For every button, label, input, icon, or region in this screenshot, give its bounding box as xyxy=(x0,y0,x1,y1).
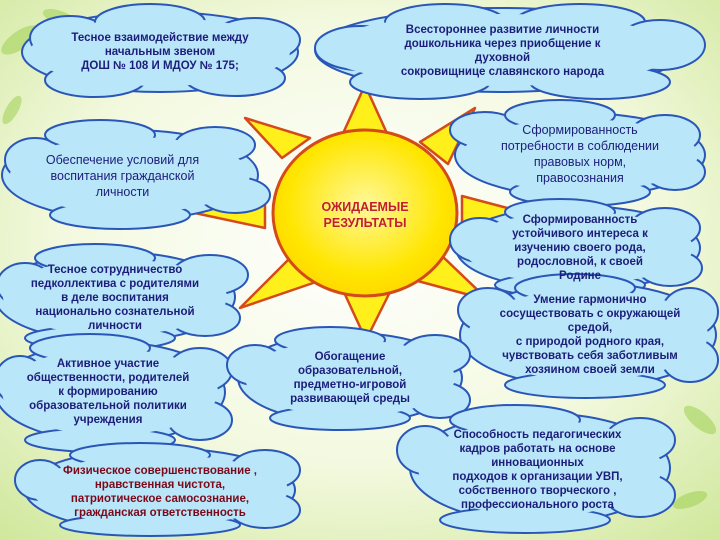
cloud-c7-text: Умение гармонично сосуществовать с окруж… xyxy=(480,292,700,378)
text-line: Способность педагогических xyxy=(453,429,622,441)
text-line: в деле воспитания xyxy=(61,292,169,304)
center-title: ОЖИДАЕМЫЕ РЕЗУЛЬТАТЫ xyxy=(300,190,430,240)
text-line: Умение гармонично xyxy=(533,294,647,306)
text-line: образовательной, xyxy=(297,365,403,377)
cloud-c11 xyxy=(14,442,301,537)
text-line: правовых норм, xyxy=(533,155,627,169)
text-line: патриотическое самосознание, xyxy=(70,493,250,505)
text-line: национально сознательной xyxy=(35,306,195,318)
text-line: средой, xyxy=(567,322,613,334)
cloud-c10-text: Способность педагогических кадров работа… xyxy=(425,426,650,514)
text-line: педколлектива с родителями xyxy=(30,278,200,290)
text-line: с природой родного края, xyxy=(515,336,665,348)
cloud-c9-text: Обогащение образовательной, предметно-иг… xyxy=(260,348,440,408)
sun-center xyxy=(271,128,459,298)
cloud-c8 xyxy=(0,333,233,453)
text-line: собственного творческого , xyxy=(458,485,617,497)
text-line: ДОШ № 108 И МДОУ № 175; xyxy=(81,60,239,72)
center-title-line-2: РЕЗУЛЬТАТЫ xyxy=(323,216,407,230)
ray-top-left xyxy=(243,116,312,160)
clouds xyxy=(0,3,719,537)
text-line: подходов к организации УВП, xyxy=(452,471,623,483)
text-line: Обогащение xyxy=(314,351,386,363)
text-line: Активное участие xyxy=(56,358,160,370)
text-line: устойчивого интереса к xyxy=(512,228,648,240)
text-line: начальным звеном xyxy=(104,46,216,58)
cloud-c3-text: Сформированность потребности в соблюдени… xyxy=(470,120,690,188)
text-line: хозяином своей земли xyxy=(525,364,655,376)
cloud-c6-text: Тесное сотрудничество педколлектива с ро… xyxy=(10,262,220,334)
text-line: инновационных xyxy=(491,457,584,469)
cloud-c11-text: Физическое совершенствование , нравствен… xyxy=(45,462,275,522)
cloud-c10 xyxy=(396,404,676,534)
center-title-line-1: ОЖИДАЕМЫЕ xyxy=(321,200,409,214)
cloud-c4 xyxy=(1,119,271,230)
text-line: Тесное взаимодействие между xyxy=(71,32,249,44)
cloud-c2 xyxy=(314,3,706,100)
text-line: Обеспечение условий для xyxy=(45,153,200,167)
cloud-c1 xyxy=(21,3,301,98)
cloud-c9 xyxy=(226,326,471,431)
text-line: духовной xyxy=(474,52,531,64)
cloud-c8-text: Активное участие общественности, родител… xyxy=(8,355,208,429)
text-line: правосознания xyxy=(536,171,624,185)
text-line: общественности, родителей xyxy=(26,372,190,384)
text-line: развивающей среды xyxy=(290,393,410,405)
cloud-c5 xyxy=(449,198,703,298)
text-line: дошкольника через приобщение к xyxy=(404,38,601,50)
text-line: чувствовать себя заботливым xyxy=(502,350,678,362)
text-line: Сформированность xyxy=(522,214,638,226)
text-line: воспитания гражданской xyxy=(50,169,195,183)
text-line: личности xyxy=(88,320,142,332)
text-line: родословной, к своей xyxy=(517,256,643,268)
cloud-c7 xyxy=(457,273,719,399)
text-line: Всестороннее развитие личности xyxy=(405,24,600,36)
text-line: гражданская ответственность xyxy=(74,507,246,519)
text-line: нравственная чистота, xyxy=(94,479,226,491)
text-line: Сформированность xyxy=(522,123,638,137)
text-line: Родине xyxy=(559,270,601,282)
text-line: личности xyxy=(95,185,150,199)
text-line: к формированию xyxy=(58,386,158,398)
text-line: Физическое совершенствование , xyxy=(63,465,257,477)
text-line: образовательной политики xyxy=(29,400,187,412)
text-line: сосуществовать с окружающей xyxy=(499,308,681,320)
cloud-c4-text: Обеспечение условий для воспитания гражд… xyxy=(15,150,230,202)
text-line: Тесное сотрудничество xyxy=(47,264,183,276)
text-line: профессионального роста xyxy=(461,499,614,511)
text-line: изучению своего рода, xyxy=(514,242,646,254)
text-line: сокровищнице славянского народа xyxy=(400,66,605,78)
text-line: кадров работать на основе xyxy=(459,443,616,455)
cloud-c5-text: Сформированность устойчивого интереса к … xyxy=(480,212,680,284)
text-line: потребности в соблюдении xyxy=(501,139,659,153)
text-line: учреждения xyxy=(73,414,143,426)
text-line: предметно-игровой xyxy=(293,379,407,391)
cloud-c3 xyxy=(449,99,706,207)
cloud-c2-text: Всестороннее развитие личности дошкольни… xyxy=(360,18,645,84)
cloud-c1-text: Тесное взаимодействие между начальным зв… xyxy=(40,26,280,78)
